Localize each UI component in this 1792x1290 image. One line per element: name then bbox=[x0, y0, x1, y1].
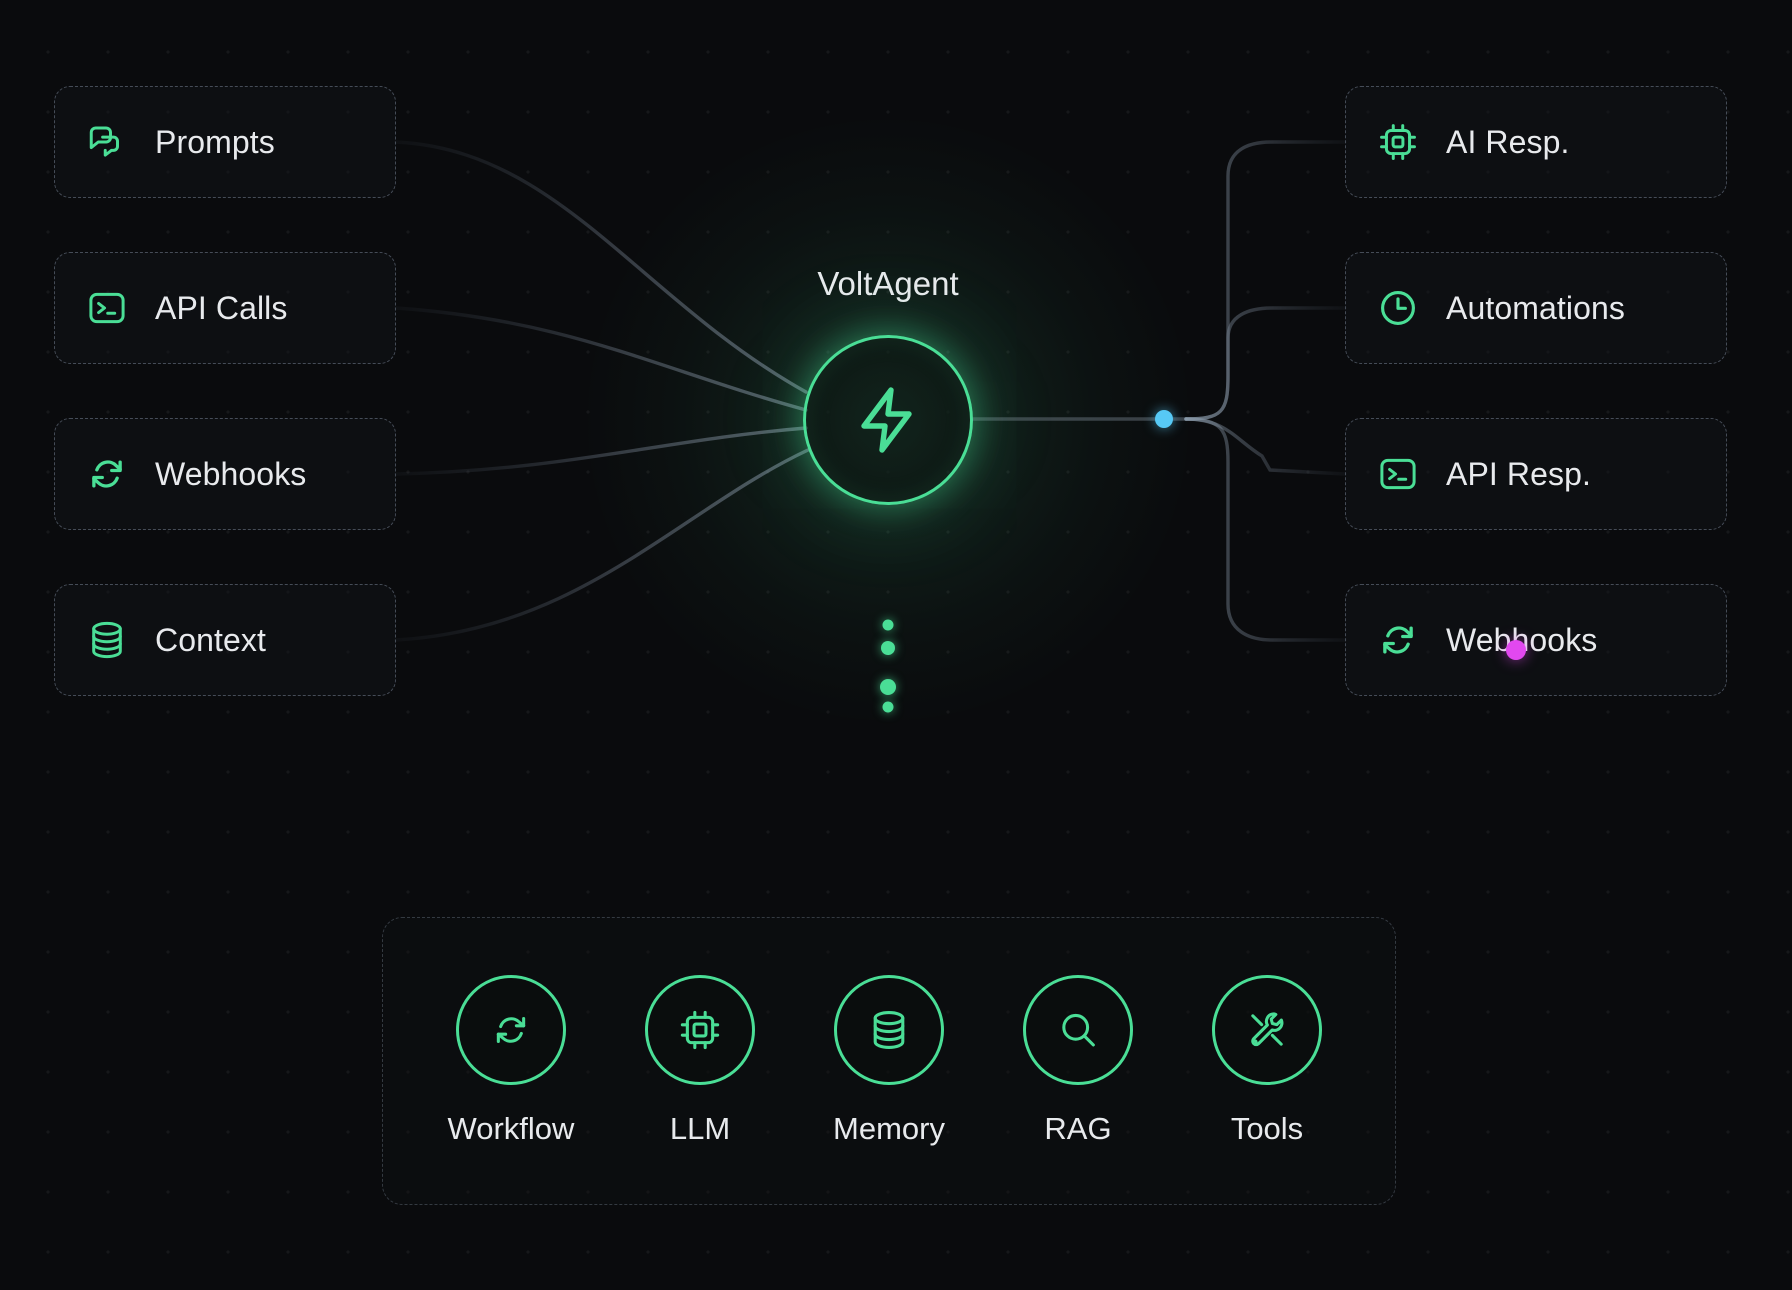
capabilities-panel: Workflow LLM bbox=[382, 917, 1396, 1205]
input-node-webhooks[interactable]: Webhooks bbox=[54, 418, 396, 530]
input-label-webhooks: Webhooks bbox=[155, 455, 307, 492]
input-label-prompts: Prompts bbox=[155, 123, 275, 160]
input-node-api-calls[interactable]: API Calls bbox=[54, 252, 396, 364]
capability-rag[interactable]: RAG bbox=[998, 975, 1158, 1147]
center-node-voltagent[interactable] bbox=[803, 335, 973, 505]
chat-bubbles-icon bbox=[85, 120, 129, 164]
flow-dot-1 bbox=[882, 619, 894, 631]
refresh-sync-icon bbox=[85, 452, 129, 496]
tools-icon bbox=[1212, 975, 1322, 1085]
database-icon bbox=[834, 975, 944, 1085]
refresh-sync-icon bbox=[1376, 618, 1420, 662]
pink-cursor-dot bbox=[1506, 640, 1526, 660]
capability-label-workflow: Workflow bbox=[447, 1111, 575, 1146]
capability-memory[interactable]: Memory bbox=[809, 975, 969, 1147]
search-icon bbox=[1023, 975, 1133, 1085]
flow-dot-4 bbox=[882, 701, 894, 713]
output-node-ai-resp[interactable]: AI Resp. bbox=[1345, 86, 1727, 198]
capability-label-llm: LLM bbox=[669, 1111, 731, 1146]
flow-dot-3 bbox=[880, 679, 896, 695]
capability-workflow[interactable]: Workflow bbox=[431, 975, 591, 1147]
input-label-api-calls: API Calls bbox=[155, 289, 288, 326]
terminal-icon bbox=[1376, 452, 1420, 496]
lightning-bolt-icon bbox=[852, 384, 924, 456]
clock-icon bbox=[1376, 286, 1420, 330]
output-node-webhooks[interactable]: Webhooks bbox=[1345, 584, 1727, 696]
input-node-prompts[interactable]: Prompts bbox=[54, 86, 396, 198]
input-label-context: Context bbox=[155, 621, 266, 658]
capability-tools[interactable]: Tools bbox=[1187, 975, 1347, 1147]
output-label-api-resp: API Resp. bbox=[1446, 455, 1591, 492]
database-icon bbox=[85, 618, 129, 662]
output-node-api-resp[interactable]: API Resp. bbox=[1345, 418, 1727, 530]
cpu-chip-icon bbox=[645, 975, 755, 1085]
output-label-automations: Automations bbox=[1446, 289, 1625, 326]
capability-label-memory: Memory bbox=[833, 1111, 945, 1146]
flow-dot-2 bbox=[881, 641, 895, 655]
refresh-sync-icon bbox=[456, 975, 566, 1085]
input-node-context[interactable]: Context bbox=[54, 584, 396, 696]
output-node-automations[interactable]: Automations bbox=[1345, 252, 1727, 364]
capability-label-rag: RAG bbox=[1044, 1111, 1112, 1146]
page-title: VoltAgent bbox=[817, 265, 959, 302]
output-label-ai-resp: AI Resp. bbox=[1446, 123, 1570, 160]
capability-llm[interactable]: LLM bbox=[620, 975, 780, 1147]
cpu-chip-icon bbox=[1376, 120, 1420, 164]
blue-flow-dot bbox=[1155, 410, 1173, 428]
terminal-icon bbox=[85, 286, 129, 330]
capability-label-tools: Tools bbox=[1230, 1111, 1304, 1146]
